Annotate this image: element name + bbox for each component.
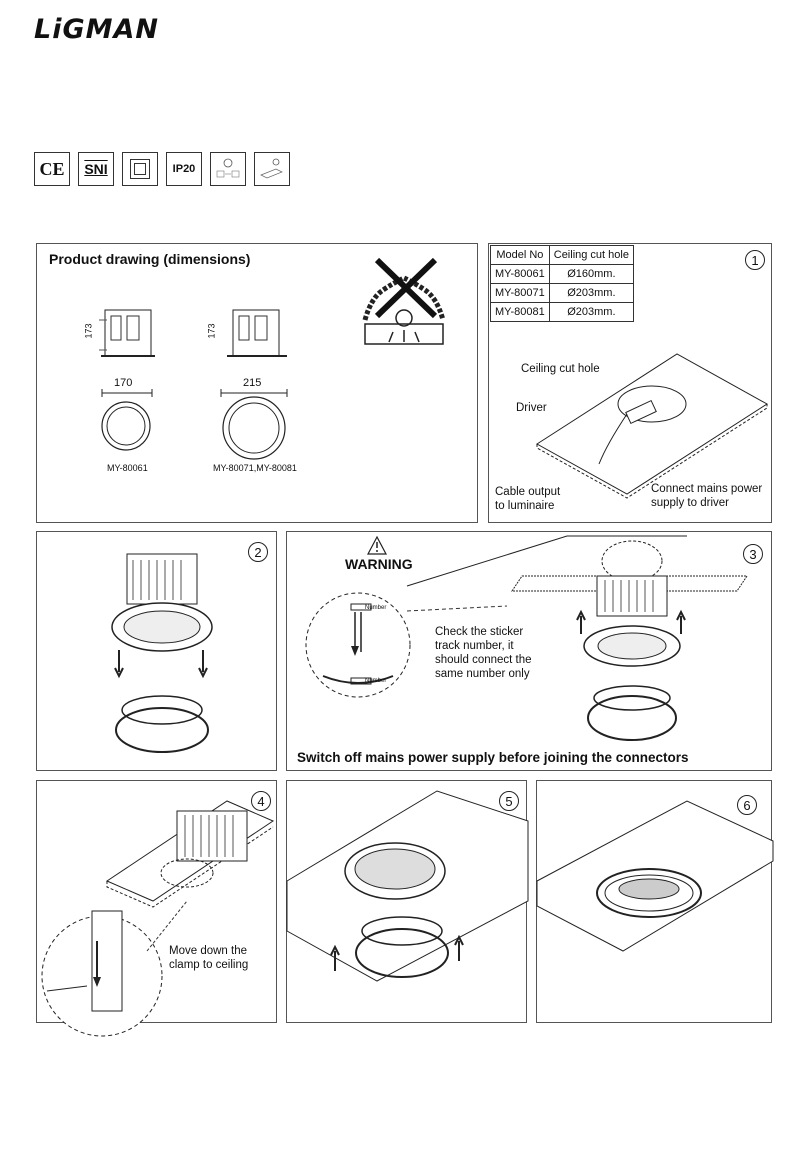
connect-mains-label: Connect mains power supply to driver <box>651 483 763 509</box>
clamp-install-drawing <box>41 800 275 1037</box>
cut-hole-cell: Ø160mm. <box>548 264 634 284</box>
step5-panel: 5 <box>286 780 529 1023</box>
ceiling-driver-drawing <box>536 353 768 499</box>
product-drawing-panel: Product drawing (dimensions) 173 170 MY-… <box>36 243 478 523</box>
step3-number: 3 <box>743 544 763 564</box>
warning-label: WARNING <box>345 556 413 572</box>
ceiling-luminaire-drawing <box>406 535 748 741</box>
step3-panel: 3 WARNING Number Number Check the sticke… <box>286 531 772 771</box>
product-drawing-title: Product drawing (dimensions) <box>49 251 251 267</box>
small-diameter-label: 170 <box>114 377 133 389</box>
step4-number: 4 <box>251 791 271 811</box>
finished-install-drawing <box>536 800 774 952</box>
model-table: Model No Ceiling cut hole MY-80061 Ø160m… <box>490 245 634 322</box>
small-luminaire-top-view <box>101 401 151 451</box>
small-height-label: 173 <box>83 323 94 339</box>
model-no-cell: MY-80061 <box>490 264 550 284</box>
no-insulation-cover-icon <box>210 152 246 186</box>
warning-icon <box>367 535 387 555</box>
step5-number: 5 <box>499 791 519 811</box>
large-luminaire-side-view <box>227 309 287 357</box>
model-table-header: Model No Ceiling cut hole <box>490 245 634 265</box>
small-model-label: MY-80061 <box>107 463 148 473</box>
connector-detail-circle <box>305 592 411 698</box>
trim-ring-drawing <box>286 790 529 982</box>
cut-hole-label: Ceiling cut hole <box>521 363 600 375</box>
sticker-note: Check the sticker track number, it shoul… <box>435 626 532 680</box>
cable-output-label: Cable output to luminaire <box>495 486 561 512</box>
large-model-label: MY-80071,MY-80081 <box>213 463 297 473</box>
sni-mark-icon: SNI <box>78 152 114 186</box>
model-no-cell: MY-80081 <box>490 302 550 322</box>
brand-logo: LiGMAN <box>34 14 159 45</box>
cut-hole-header: Ceiling cut hole <box>548 245 634 265</box>
driver-label: Driver <box>516 402 547 414</box>
model-no-header: Model No <box>490 245 550 265</box>
large-diameter-label: 215 <box>243 377 262 389</box>
clamp-note: Move down the clamp to ceiling <box>169 945 249 971</box>
cut-hole-cell: Ø203mm. <box>548 302 634 322</box>
table-row: MY-80071 Ø203mm. <box>490 283 634 303</box>
sticker-number-top: Number <box>365 605 387 611</box>
large-dimension-line <box>220 389 288 397</box>
step6-panel: 6 <box>536 780 774 1023</box>
class-ii-icon <box>122 152 158 186</box>
model-no-cell: MY-80071 <box>490 283 550 303</box>
table-row: MY-80061 Ø160mm. <box>490 264 634 284</box>
small-luminaire-side-view <box>99 309 155 357</box>
no-cover-warning-icon <box>362 257 446 345</box>
switch-off-warning: Switch off mains power supply before joi… <box>297 750 689 765</box>
ip20-icon: IP20 <box>166 152 202 186</box>
cut-hole-cell: Ø203mm. <box>548 283 634 303</box>
table-row: MY-80081 Ø203mm. <box>490 302 634 322</box>
step1-number: 1 <box>745 250 765 270</box>
large-height-label: 173 <box>206 323 217 339</box>
small-dimension-line <box>101 389 153 397</box>
luminaire-ring-drawing <box>111 553 213 753</box>
large-luminaire-top-view <box>222 396 286 460</box>
sticker-number-bottom: Number <box>365 678 387 684</box>
step4-panel: 4 Move down the clamp to ceiling <box>36 780 277 1037</box>
step2-number: 2 <box>248 542 268 562</box>
step2-panel: 2 <box>36 531 277 771</box>
driver-icon <box>254 152 290 186</box>
ce-mark-icon: CE <box>34 152 70 186</box>
step6-number: 6 <box>737 795 757 815</box>
